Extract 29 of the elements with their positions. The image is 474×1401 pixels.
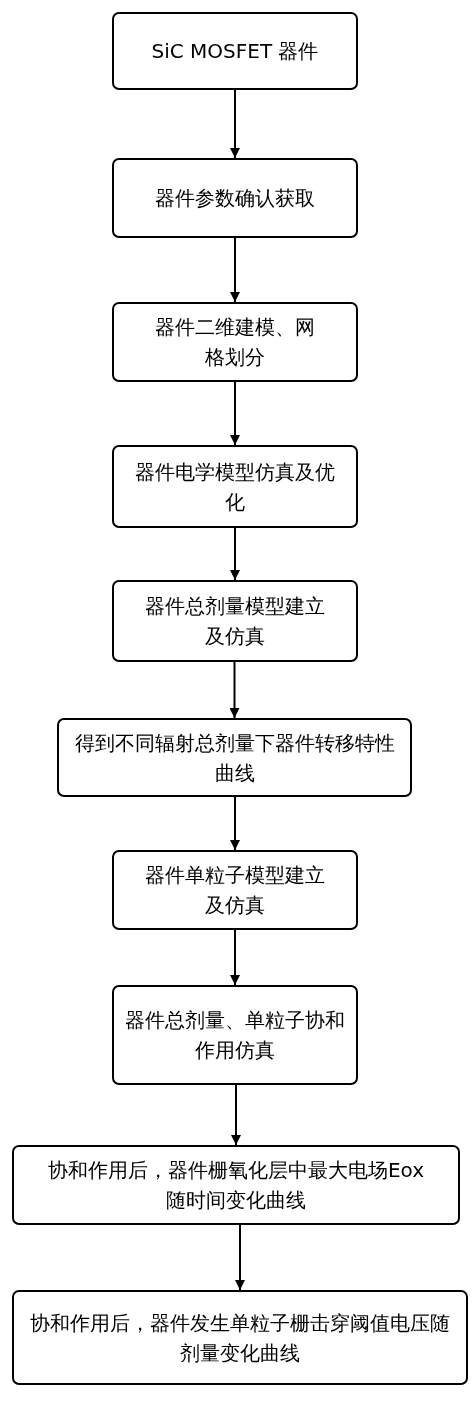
arrow [235,1224,245,1291]
arrow [230,929,240,986]
step-text: 协和作用后，器件栅氧化层中最大电场Eox随时间变化曲线 [46,1157,426,1214]
step-text: SiC MOSFET 器件 [151,38,319,65]
step-text: 得到不同辐射总剂量下器件转移特性曲线 [74,729,395,787]
step-text: 协和作用后，器件发生单粒子栅击穿阈值电压随剂量变化曲线 [29,1309,451,1367]
process-box [112,985,358,1085]
process-box [112,302,358,382]
arrow [229,661,240,719]
arrow [230,89,240,159]
step-text: 器件单粒子模型建立及仿真 [145,862,325,919]
process-box [112,12,358,90]
arrow [230,527,240,581]
process-box [112,445,358,528]
arrow [230,796,240,851]
process-box [112,158,358,238]
arrow [230,381,240,446]
process-box [12,1290,468,1385]
step-text: 器件参数确认获取 [155,185,315,212]
step-text: 器件电学模型仿真及优化 [134,458,336,516]
step-text: 器件二维建模、网格划分 [154,314,316,371]
step-text: 器件总剂量、单粒子协和作用仿真 [124,1007,346,1064]
process-box [112,850,358,930]
process-box [112,580,358,662]
process-box [12,1145,460,1225]
step-text: 器件总剂量模型建立及仿真 [145,593,325,650]
process-box [57,718,412,797]
arrow [231,1084,241,1146]
arrow [230,237,240,303]
